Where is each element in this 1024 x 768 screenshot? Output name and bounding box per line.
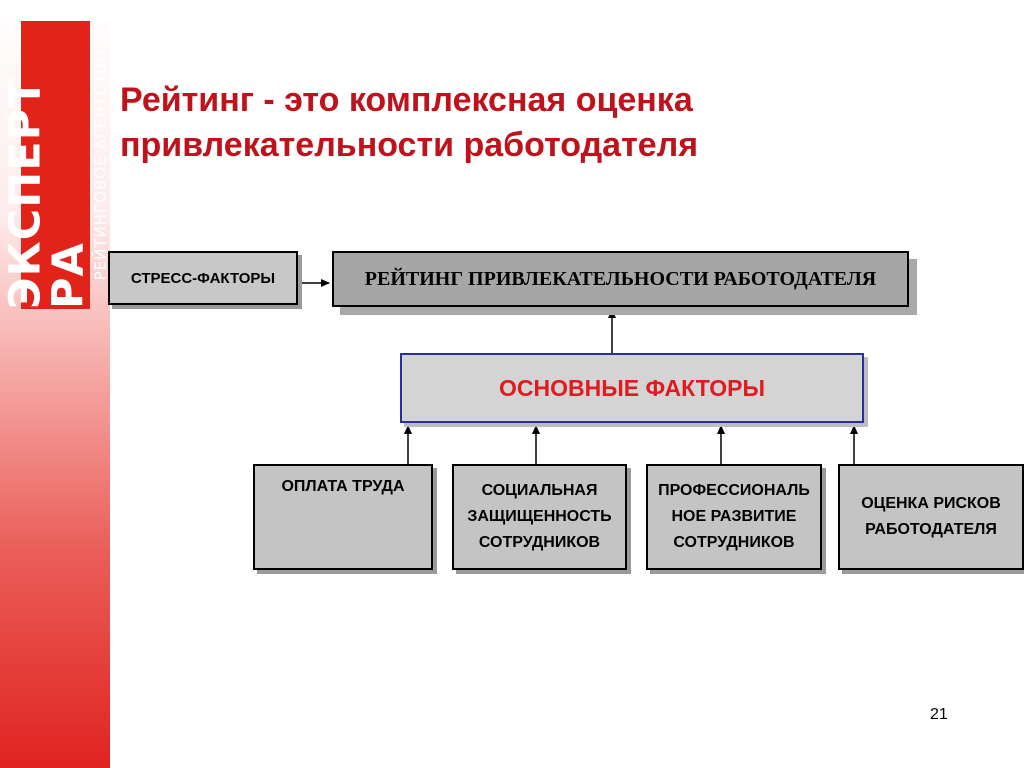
factor-line: ОПЛАТА ТРУДА [281,478,405,495]
slide-title: Рейтинг - это комплексная оценка привлек… [120,78,980,168]
factor-box-social-protection-text: СОЦИАЛЬНАЯ ЗАЩИЩЕННОСТЬ СОТРУДНИКОВ [467,478,611,556]
factor-box-pay: ОПЛАТА ТРУДА [253,464,433,570]
factor-line: НОЕ РАЗВИТИЕ [671,508,797,525]
slide-title-line-2: привлекательности работодателя [120,126,699,164]
factor-line: СОТРУДНИКОВ [478,534,601,551]
factor-box-professional-development: ПРОФЕССИОНАЛЬ НОЕ РАЗВИТИЕ СОТРУДНИКОВ [646,464,822,570]
factor-box-employer-risk-text: ОЦЕНКА РИСКОВ РАБОТОДАТЕЛЯ [861,491,1001,543]
factor-line: ОЦЕНКА РИСКОВ [861,495,1001,512]
factor-line: ПРОФЕССИОНАЛЬ [658,482,810,499]
basic-factors-box: ОСНОВНЫЕ ФАКТОРЫ [400,353,864,423]
rating-label: РЕЙТИНГ ПРИВЛЕКАТЕЛЬНОСТИ РАБОТОДАТЕЛЯ [364,267,877,290]
stress-factors-label: СТРЕСС-ФАКТОРЫ [130,269,276,287]
factor-line: ЗАЩИЩЕННОСТЬ [467,508,612,525]
basic-factors-label: ОСНОВНЫЕ ФАКТОРЫ [499,374,765,401]
slide-title-line-1: Рейтинг - это комплексная оценка [120,81,693,119]
factor-line: СОТРУДНИКОВ [673,534,795,551]
factor-box-employer-risk: ОЦЕНКА РИСКОВ РАБОТОДАТЕЛЯ [838,464,1024,570]
factor-line: РАБОТОДАТЕЛЯ [865,521,997,538]
stress-factors-box: СТРЕСС-ФАКТОРЫ [108,251,298,305]
factor-box-pay-text: ОПЛАТА ТРУДА [281,474,404,500]
expert-ra-logo: ЭКСПЕРТ РА РЕЙТИНГОВОЕ АГЕНТСТВО [0,21,109,309]
factor-box-professional-development-text: ПРОФЕССИОНАЛЬ НОЕ РАЗВИТИЕ СОТРУДНИКОВ [658,478,810,556]
factor-line: СОЦИАЛЬНАЯ [481,482,598,499]
page-number: 21 [930,706,948,723]
factor-box-social-protection: СОЦИАЛЬНАЯ ЗАЩИЩЕННОСТЬ СОТРУДНИКОВ [452,464,627,570]
rating-box: РЕЙТИНГ ПРИВЛЕКАТЕЛЬНОСТИ РАБОТОДАТЕЛЯ [332,251,909,307]
